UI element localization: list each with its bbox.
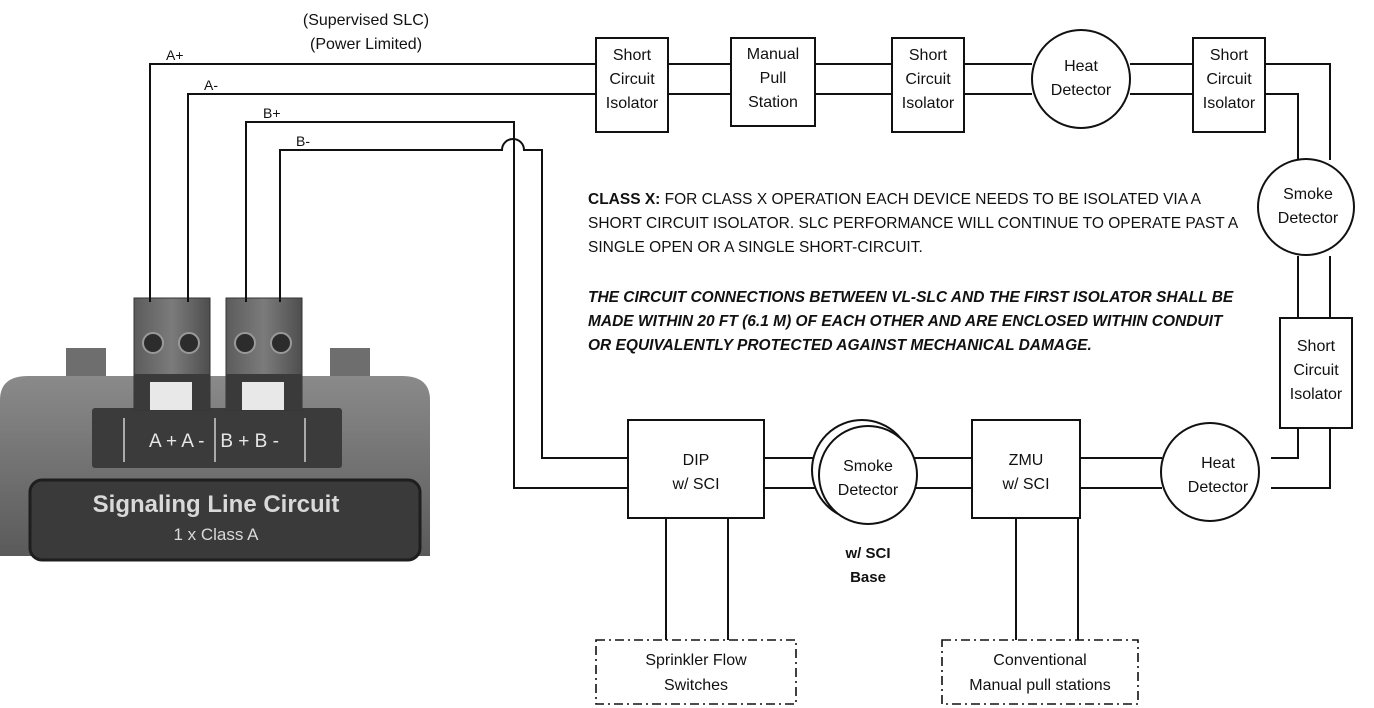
dip-module: DIP w/ SCI (627, 419, 765, 519)
wire-a-minus (187, 93, 596, 302)
short-circuit-isolator-4: Short Circuit Isolator (1279, 317, 1353, 429)
svg-text:Isolator: Isolator (902, 95, 955, 112)
svg-text:Short: Short (613, 47, 652, 64)
terminal-label-strip (92, 408, 342, 468)
short-circuit-isolator-2: Short Circuit Isolator (891, 37, 965, 133)
class-x-text: FOR CLASS X OPERATION EACH DEVICE NEEDS … (588, 191, 1238, 256)
terminal-screw-a-plus[interactable] (142, 332, 164, 354)
class-x-note: CLASS X: FOR CLASS X OPERATION EACH DEVI… (588, 188, 1248, 260)
svg-text:Conventional: Conventional (993, 652, 1086, 669)
svg-text:Smoke: Smoke (843, 458, 893, 475)
svg-text:w/ SCI: w/ SCI (1001, 476, 1049, 493)
heat-detector-bottom: Heat Detector (1160, 422, 1260, 522)
smoke-detector-sci-base: Smoke Detector w/ SCI Base (811, 419, 918, 586)
conduit-warning: THE CIRCUIT CONNECTIONS BETWEEN VL-SLC A… (588, 289, 1234, 354)
wiring (149, 63, 1331, 640)
svg-text:Short: Short (909, 47, 948, 64)
svg-text:Heat: Heat (1201, 455, 1235, 472)
svg-text:Manual pull stations: Manual pull stations (969, 677, 1110, 694)
svg-text:Pull: Pull (760, 70, 787, 87)
wire-label-a-minus: A- (204, 77, 218, 93)
svg-text:Smoke: Smoke (1283, 186, 1333, 203)
svg-text:Isolator: Isolator (1203, 95, 1256, 112)
svg-text:Detector: Detector (838, 482, 899, 499)
wire-b-plus (245, 121, 628, 489)
wire-label-a-plus: A+ (166, 47, 184, 63)
svg-text:Switches: Switches (664, 677, 728, 694)
manual-pull-station: Manual Pull Station (730, 37, 816, 127)
svg-text:Short: Short (1210, 47, 1249, 64)
short-circuit-isolator-3: Short Circuit Isolator (1192, 37, 1266, 133)
svg-text:Circuit: Circuit (1206, 71, 1252, 88)
module-label-plate (28, 478, 422, 562)
slc-module: A + A - B + B - Signaling Line Circuit 1… (0, 297, 430, 562)
module-subtitle: 1 x Class A (173, 525, 259, 544)
svg-text:Circuit: Circuit (609, 71, 655, 88)
terminal-screw-b-minus[interactable] (270, 332, 292, 354)
module-title: Signaling Line Circuit (93, 491, 340, 518)
svg-text:w/ SCI: w/ SCI (671, 476, 719, 493)
header-line-1: (Supervised SLC) (303, 12, 429, 29)
sci-base-label-1: w/ SCI (844, 545, 890, 562)
wire-a-plus (149, 63, 596, 302)
svg-text:DIP: DIP (683, 452, 710, 469)
wire-zmu-drop (1015, 518, 1079, 640)
terminal-block-b (225, 297, 303, 411)
smoke-detector-right: Smoke Detector (1257, 158, 1355, 256)
svg-text:ZMU: ZMU (1009, 452, 1044, 469)
heat-detector-top: Heat Detector (1031, 29, 1131, 129)
wire-dip-drop (665, 518, 729, 640)
svg-text:Manual: Manual (747, 46, 799, 63)
sprinkler-flow-switches: Sprinkler Flow Switches (595, 639, 797, 705)
svg-text:Station: Station (748, 94, 798, 111)
short-circuit-isolator-1: Short Circuit Isolator (595, 37, 669, 133)
wire-label-b-plus: B+ (263, 105, 281, 121)
svg-text:Short: Short (1297, 338, 1336, 355)
svg-text:Detector: Detector (1278, 210, 1339, 227)
zmu-module: ZMU w/ SCI (971, 419, 1081, 519)
conventional-manual-pull-stations: Conventional Manual pull stations (941, 639, 1139, 705)
svg-text:Circuit: Circuit (905, 71, 951, 88)
svg-text:Isolator: Isolator (1290, 386, 1343, 403)
svg-text:Isolator: Isolator (606, 95, 659, 112)
svg-text:Detector: Detector (1051, 82, 1112, 99)
class-x-label: CLASS X: (588, 191, 661, 208)
wire-label-b-minus: B- (296, 133, 310, 149)
svg-text:Circuit: Circuit (1293, 362, 1339, 379)
sci-base-label-2: Base (850, 569, 886, 586)
svg-text:Sprinkler Flow: Sprinkler Flow (645, 652, 747, 669)
terminal-screw-b-plus[interactable] (234, 332, 256, 354)
terminal-block-a (133, 297, 211, 411)
svg-text:Detector: Detector (1188, 479, 1249, 496)
header-line-2: (Power Limited) (310, 36, 422, 53)
terminal-labels: A + A - B + B - (149, 431, 279, 452)
svg-text:Heat: Heat (1064, 58, 1098, 75)
wire-b-minus (279, 138, 628, 459)
terminal-screw-a-minus[interactable] (178, 332, 200, 354)
